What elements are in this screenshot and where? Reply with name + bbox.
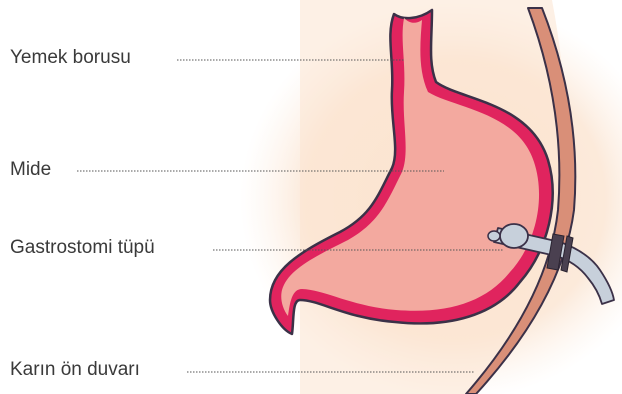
label-abdominal-wall: Karın ön duvarı [10,359,140,381]
label-stomach: Mide [10,159,51,181]
label-esophagus: Yemek borusu [10,47,131,69]
tube-cap [488,231,500,241]
label-gastrostomy-tube: Gastrostomi tüpü [10,237,155,259]
tube-inner-balloon [500,224,528,248]
